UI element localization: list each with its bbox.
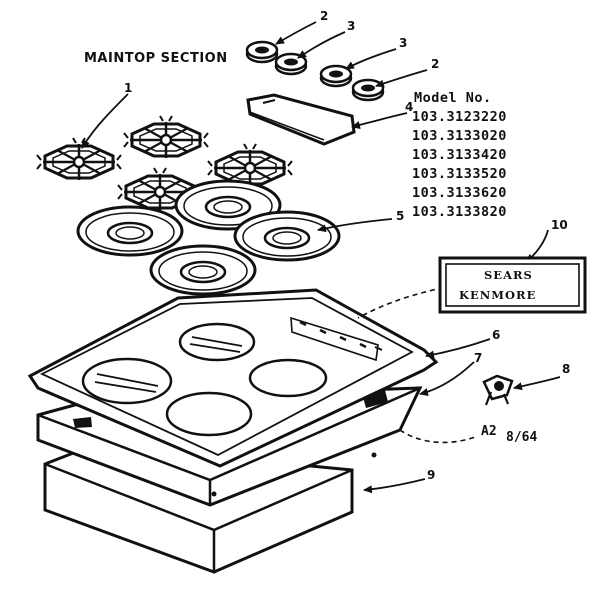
- callout-label: 5: [396, 209, 405, 223]
- callout-label: 4: [405, 100, 414, 114]
- callout-label: 1: [124, 81, 133, 95]
- callout-label: 8: [562, 362, 571, 376]
- reference-date: 8/64: [506, 430, 538, 445]
- model-number: 103.3123220: [412, 109, 507, 125]
- drip-pan-4: [149, 244, 257, 296]
- callout-label: 7: [474, 351, 483, 365]
- burner-grate-3: [206, 142, 294, 188]
- knob-2: [274, 52, 308, 76]
- model-number: 103.3133420: [412, 147, 507, 163]
- burner-grate-2: [122, 114, 210, 160]
- burner-grate-1: [35, 136, 123, 182]
- callout-label: 10: [551, 218, 568, 232]
- callout-arrows: [81, 21, 561, 494]
- igniter-part: [482, 374, 514, 406]
- callout-label: 3: [347, 19, 356, 33]
- callout-label: 2: [431, 57, 440, 71]
- badge-line-2: KENMORE: [459, 288, 537, 302]
- reference-prefix: A2: [481, 424, 497, 439]
- model-heading: Model No.: [414, 90, 492, 106]
- control-panel: [246, 93, 356, 146]
- callout-label: 9: [427, 468, 436, 482]
- nameplate-badge: [438, 256, 587, 314]
- model-number: 103.3133620: [412, 185, 507, 201]
- callout-label: 2: [320, 9, 329, 23]
- model-number: 103.3133020: [412, 128, 507, 144]
- model-number: 103.3133520: [412, 166, 507, 182]
- callout-label: 6: [492, 328, 501, 342]
- section-title: MAINTOP SECTION: [84, 51, 228, 66]
- knob-1: [245, 40, 279, 64]
- drip-pan-3: [233, 210, 341, 262]
- model-number: 103.3133820: [412, 204, 507, 220]
- knob-4: [351, 78, 385, 102]
- cooktop-maintop: [27, 288, 439, 497]
- callout-label: 3: [399, 36, 408, 50]
- badge-line-1: SEARS: [484, 268, 533, 282]
- drip-pan-1: [76, 205, 184, 257]
